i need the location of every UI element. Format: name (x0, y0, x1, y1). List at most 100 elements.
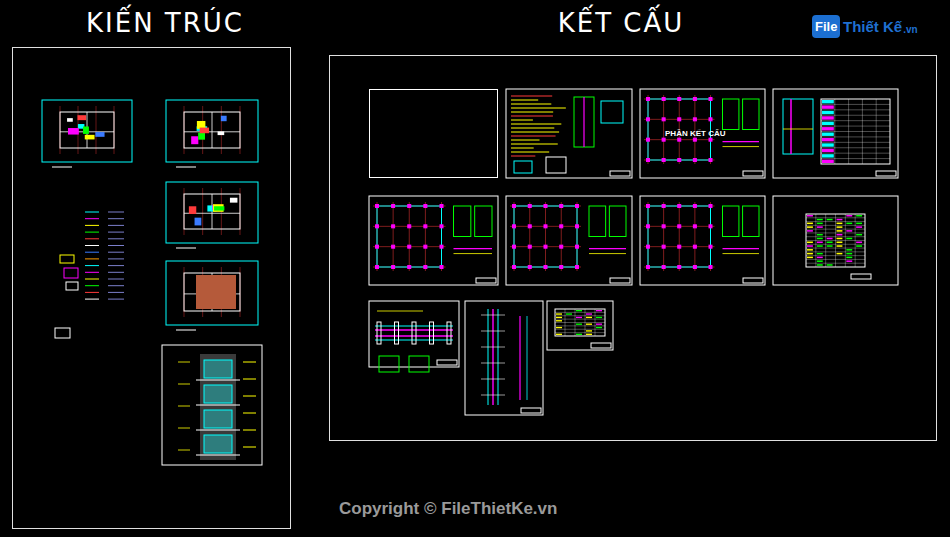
sheet-border (506, 196, 632, 285)
section-heading: KIẾN TRÚC (86, 8, 244, 38)
table-col (834, 99, 835, 164)
furniture (200, 128, 209, 134)
table-cell (586, 330, 592, 331)
detail-box (743, 99, 759, 130)
table-cell (807, 253, 813, 255)
window (204, 410, 232, 428)
floor-line (481, 379, 505, 380)
table-cell (817, 242, 823, 244)
furniture (221, 116, 227, 121)
layer-swatch (85, 225, 99, 226)
table-row (821, 115, 890, 116)
layer-name (108, 238, 124, 239)
table-cell (822, 122, 834, 125)
column-mark (647, 159, 650, 162)
floor-line (481, 363, 505, 364)
table-row (555, 315, 605, 316)
facade (200, 354, 236, 460)
drawing-sheet (506, 89, 632, 178)
detail-box (783, 99, 813, 154)
sheet-border (166, 182, 258, 243)
caption-line (176, 248, 196, 249)
symbol-block (55, 328, 70, 338)
table-frame (821, 99, 890, 164)
wall-line (184, 131, 240, 132)
table-cell (822, 154, 834, 157)
column-mark (709, 138, 712, 141)
table-cell (556, 317, 562, 318)
drawing-sheet (773, 196, 898, 285)
drawing-sheet (369, 196, 498, 285)
table-cell (807, 230, 813, 232)
wall-outline (184, 194, 240, 229)
table-cell (837, 230, 843, 232)
column-mark (662, 159, 665, 162)
note-line (511, 148, 534, 149)
rebar-line (519, 316, 520, 400)
caption-line (176, 330, 196, 331)
floor-plan (42, 100, 132, 167)
rebar-line (589, 248, 626, 249)
column-mark (528, 205, 531, 208)
sheet-border (166, 100, 258, 162)
grid-axis (694, 202, 695, 271)
column-mark (376, 205, 379, 208)
table-cell (846, 260, 852, 262)
drawing-sheet (547, 301, 613, 350)
column-mark (709, 225, 712, 228)
column-mark (377, 322, 381, 344)
table-cell (856, 215, 862, 217)
table-cell (837, 242, 843, 244)
note-line (511, 104, 551, 105)
table-cell (586, 317, 592, 318)
table-cell (856, 242, 862, 244)
beam-line (375, 340, 453, 341)
table-cell (596, 310, 602, 311)
table-cell (827, 264, 833, 266)
column-mark (376, 225, 379, 228)
rebar-line (723, 141, 760, 142)
level-mark (243, 396, 256, 397)
column-mark (392, 266, 395, 269)
column-mark (662, 205, 665, 208)
column-mark (678, 266, 681, 269)
floor-line (481, 395, 505, 396)
column-line (527, 316, 528, 400)
column-mark (709, 266, 712, 269)
table-cell (837, 234, 843, 236)
grid-axis (425, 202, 426, 271)
layer-swatch (85, 265, 99, 266)
table-cell (837, 253, 843, 255)
column-mark (528, 225, 531, 228)
detail-box (454, 206, 471, 237)
beam-line (375, 326, 453, 327)
furniture (198, 133, 205, 140)
furniture (213, 204, 224, 212)
table-cell (556, 313, 562, 314)
note-line (723, 146, 760, 147)
column-mark (576, 245, 579, 248)
drawing-sheet (506, 196, 632, 285)
title-block (743, 278, 763, 283)
table-cell (846, 223, 852, 225)
rebar-line (723, 248, 760, 249)
layer-name (108, 232, 124, 233)
detail-box (546, 157, 566, 173)
column-mark (693, 266, 696, 269)
drawing-sheet (773, 89, 898, 178)
table-cell (817, 219, 823, 221)
floor-line (481, 347, 505, 348)
note-line (511, 108, 566, 109)
note-line (511, 116, 553, 117)
table-cell (827, 242, 833, 244)
table-row (821, 126, 890, 127)
grid-axis (529, 202, 530, 271)
table-col (845, 214, 846, 267)
title-block (610, 171, 630, 176)
sheet-border (369, 196, 498, 285)
column-mark (576, 266, 579, 269)
table-cell (837, 226, 843, 228)
layer-swatch (85, 218, 99, 219)
column-mark (693, 98, 696, 101)
detail-box (574, 97, 594, 147)
